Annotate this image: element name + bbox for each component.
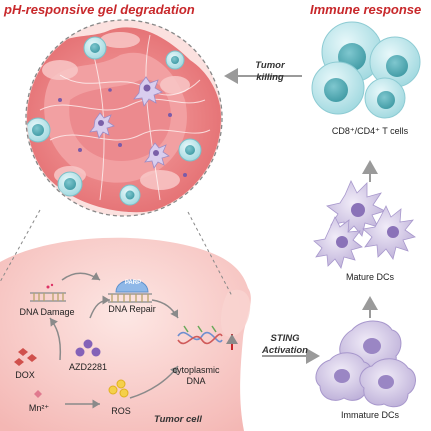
tumor-killing-line1: Tumor <box>255 60 285 71</box>
cyto-line1: cytoplasmic <box>172 365 220 375</box>
tumor-cell-label: Tumor cell <box>154 414 202 425</box>
dox-graphic <box>14 348 37 366</box>
dna-damage-graphic <box>30 283 66 302</box>
cytoplasmic-dna-label: cytoplasmic DNA <box>168 365 224 387</box>
dna-damage-label: DNA Damage <box>19 307 75 317</box>
sting-activation-label: STING Activation <box>250 333 320 357</box>
mature-dcs-graphic <box>313 180 416 269</box>
azd-graphic <box>75 339 101 357</box>
cytoplasmic-dna-graphic <box>177 325 223 345</box>
cyto-line2: DNA <box>186 376 206 386</box>
tumor-cell-body <box>0 237 251 431</box>
ros-label: ROS <box>111 406 131 416</box>
azd-label: AZD2281 <box>68 362 108 372</box>
immature-dcs-graphic <box>315 320 416 408</box>
parp-label: PARP <box>124 280 142 286</box>
dna-repair-label: DNA Repair <box>108 304 156 314</box>
title-gel-degradation: pH-responsive gel degradation <box>4 2 195 17</box>
zoom-lines <box>0 209 233 297</box>
tumor-tissue-lens <box>25 19 223 217</box>
dna-repair-graphic <box>108 279 152 303</box>
title-immune-response: Immune response <box>310 2 422 17</box>
sting-line2: Activation <box>262 345 308 356</box>
t-cells-label: CD8⁺/CD4⁺ T cells <box>331 126 409 136</box>
pathway-arrows <box>49 272 179 409</box>
mn-label: Mn²⁺ <box>28 403 50 413</box>
ros-graphic <box>108 379 129 398</box>
dox-label: DOX <box>15 370 35 380</box>
mn-graphic <box>34 390 42 398</box>
t-cells-graphic <box>311 21 421 119</box>
sting-line1: STING <box>270 333 300 344</box>
mature-dcs-label: Mature DCs <box>345 272 394 282</box>
tumor-killing-label: Tumor killing <box>240 60 300 84</box>
immature-dcs-label: Immature DCs <box>340 410 399 420</box>
tumor-killing-line2: killing <box>256 72 284 83</box>
